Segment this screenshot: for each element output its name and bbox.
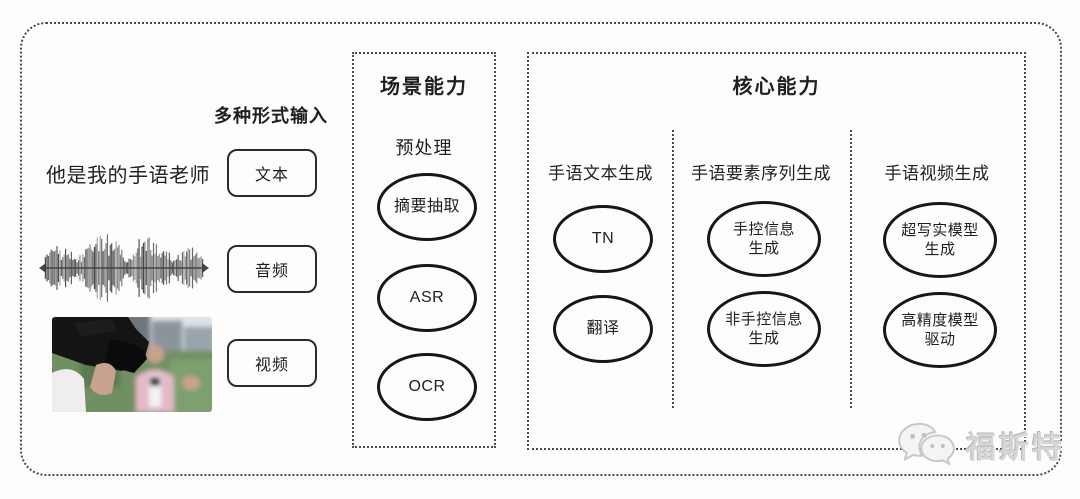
column-header-element-sequence-generation: 手语要素序列生成: [691, 164, 831, 183]
node-tn: TN: [553, 205, 653, 273]
watermark-text: 福斯特: [966, 432, 1065, 465]
column-header-video-generation: 手语视频生成: [884, 164, 990, 183]
column-divider: [672, 130, 674, 408]
column-divider: [850, 130, 852, 408]
node-manual-info-generation: 手控信息 生成: [707, 201, 821, 277]
node-summary-extraction: 摘要抽取: [377, 173, 477, 241]
node-hyperrealistic-model-generation: 超写实模型 生成: [883, 202, 997, 278]
core-box-title: 核心能力: [732, 76, 821, 98]
input-type-text-box: 文本: [227, 149, 317, 197]
node-non-manual-info-generation: 非手控信息 生成: [707, 291, 821, 367]
column-header-text-generation: 手语文本生成: [548, 164, 653, 183]
sample-sentence-text: 他是我的手语老师: [46, 165, 210, 187]
watermark: 福斯特: [896, 421, 1065, 469]
node-ocr: OCR: [377, 353, 477, 421]
node-high-precision-model-driving: 高精度模型 驱动: [883, 292, 997, 368]
audio-waveform-graphic: [39, 234, 209, 302]
input-type-audio-box: 音频: [227, 245, 317, 293]
reporter-video-thumbnail: [52, 317, 212, 412]
scene-capability-box: 场景能力 预处理 摘要抽取 ASR OCR: [352, 52, 496, 448]
input-section-label: 多种形式输入: [214, 106, 328, 126]
scene-box-title: 场景能力: [380, 76, 468, 98]
core-capability-box: 核心能力 手语文本生成 手语要素序列生成 手语视频生成 TN 翻译 手控信息 生…: [527, 52, 1026, 450]
node-asr: ASR: [377, 264, 477, 332]
outer-dotted-border: [20, 22, 1062, 476]
input-type-audio-label: 音频: [254, 263, 289, 280]
node-translation: 翻译: [553, 295, 653, 363]
preprocessing-label: 预处理: [395, 138, 453, 158]
input-type-video-box: 视频: [227, 339, 317, 387]
wechat-logo-icon: [898, 422, 955, 466]
input-type-video-label: 视频: [254, 357, 289, 374]
input-type-text-label: 文本: [254, 167, 289, 184]
